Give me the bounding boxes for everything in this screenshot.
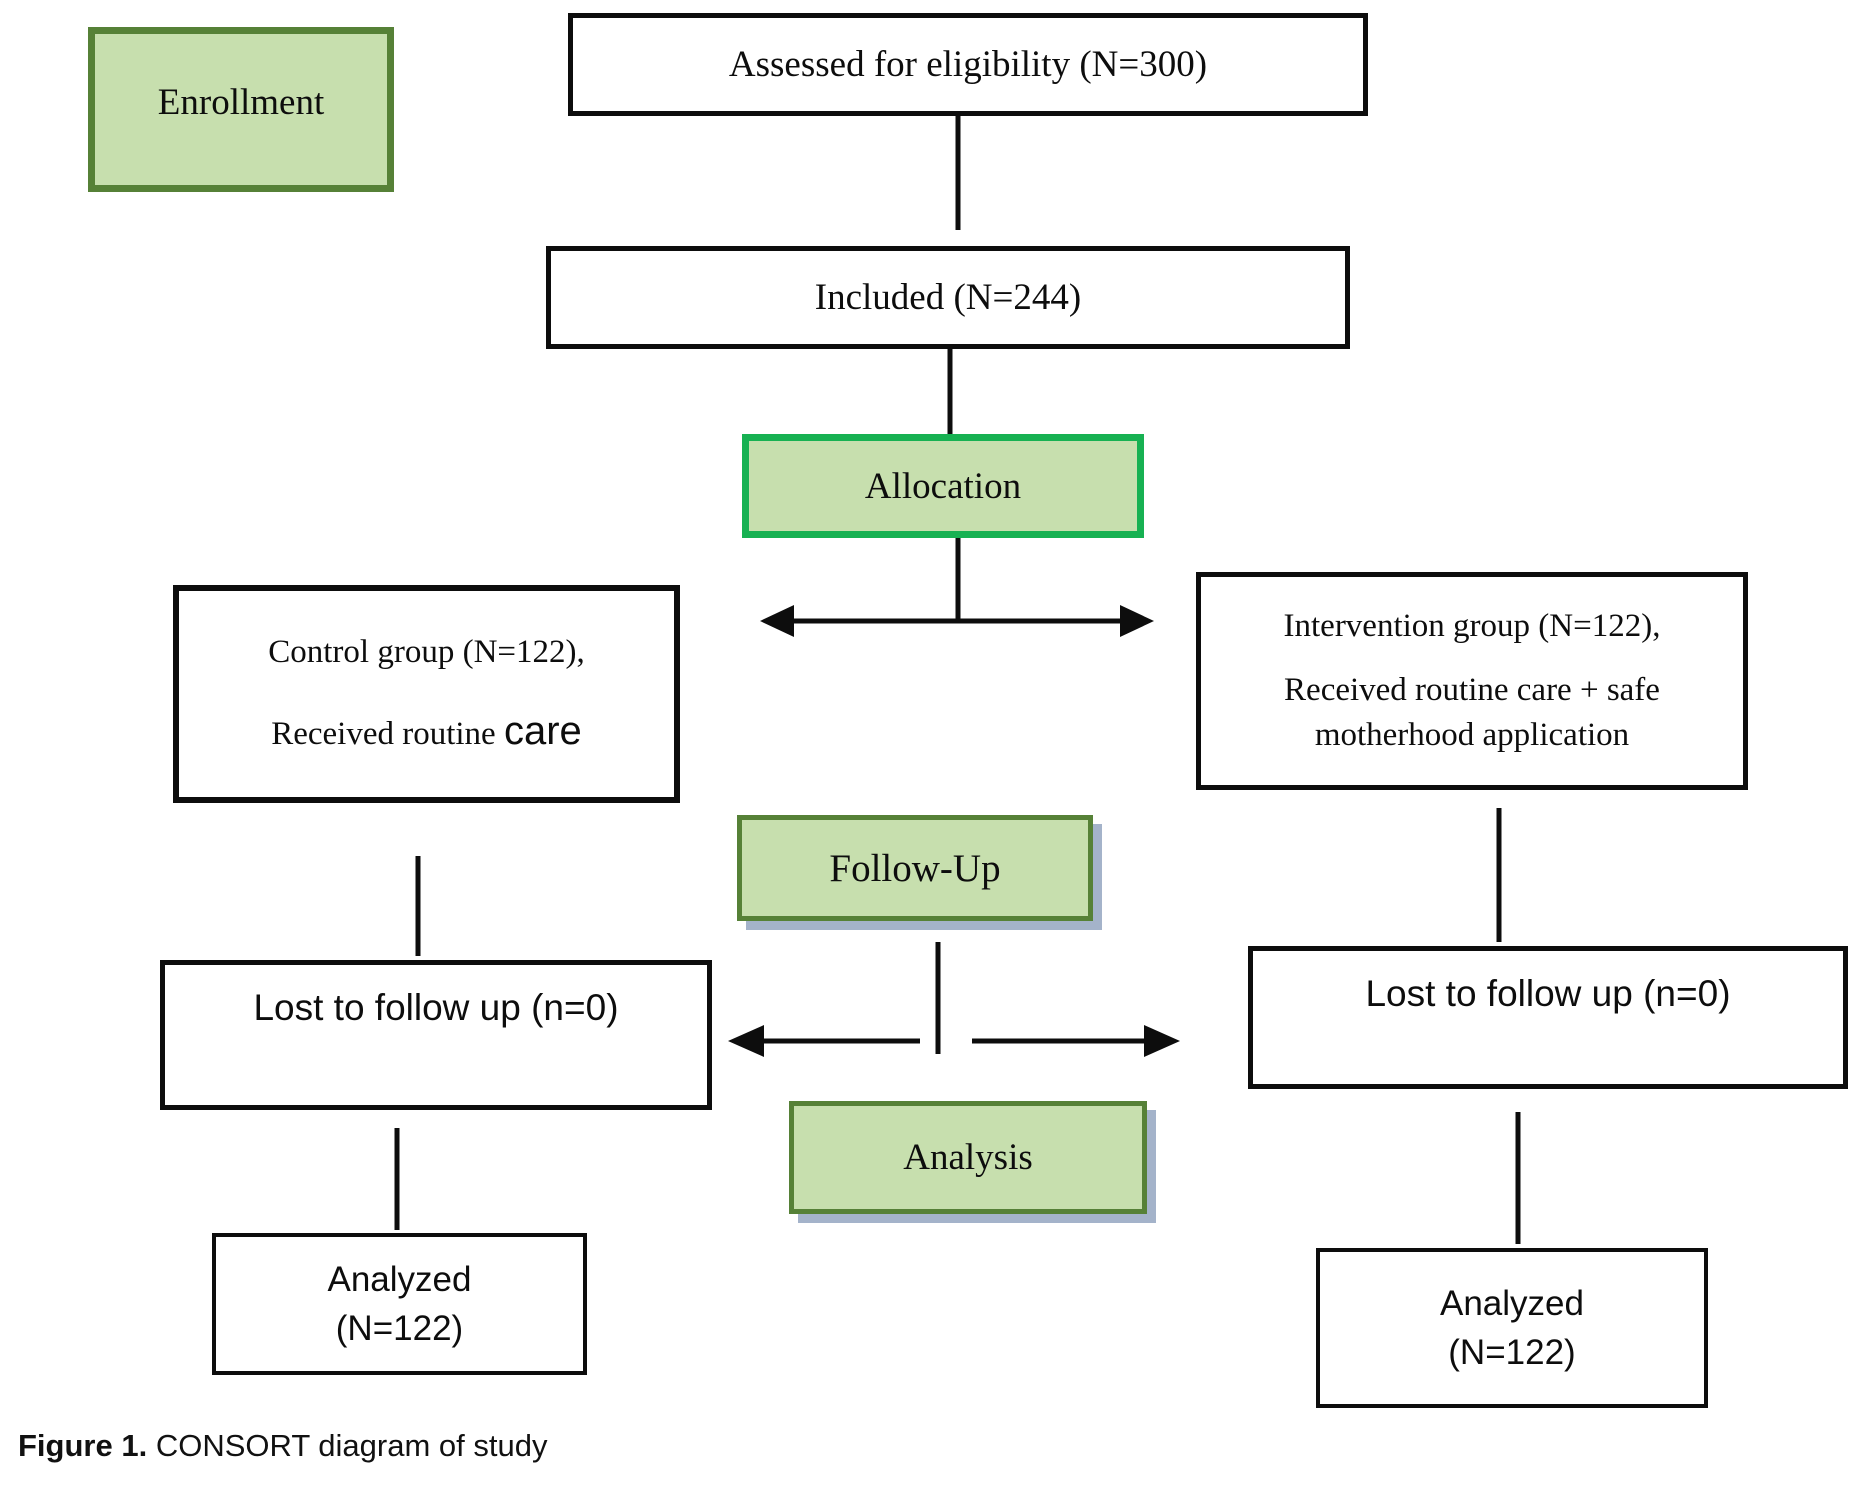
analyzed-left-line2: (N=122) (335, 1309, 464, 1348)
arrowhead-right-icon (1144, 1025, 1180, 1057)
followup-stage-box: Follow-Up (737, 815, 1093, 921)
control-group-box: Control group (N=122), Received routine … (173, 585, 680, 803)
intervention-line3: motherhood application (1314, 717, 1630, 753)
analyzed-left-line1: Analyzed (327, 1260, 472, 1299)
figure-caption: Figure 1. CONSORT diagram of study (18, 1428, 547, 1464)
enrollment-label: Enrollment (157, 82, 325, 123)
assessed-text: Assessed for eligibility (N=300) (728, 44, 1208, 85)
enrollment-stage-box: Enrollment (88, 27, 394, 192)
arrowhead-left-icon (728, 1025, 764, 1057)
arrowhead-left-icon (760, 605, 794, 637)
analysis-label: Analysis (903, 1137, 1033, 1178)
lost-followup-right-text: Lost to follow up (n=0) (1365, 973, 1731, 1014)
control-group-line2-prefix: Received routine (271, 715, 504, 752)
intervention-line2: Received routine care + safe (1284, 672, 1660, 709)
included-box: Included (N=244) (546, 246, 1350, 349)
allocation-label: Allocation (864, 465, 1022, 507)
analyzed-left-box: Analyzed (N=122) (212, 1233, 587, 1375)
arrowhead-right-icon (1120, 605, 1154, 637)
analyzed-right-line2: (N=122) (1448, 1333, 1576, 1372)
analysis-stage-box: Analysis (789, 1101, 1147, 1214)
control-group-line1: Control group (N=122), (268, 634, 585, 671)
included-text: Included (N=244) (814, 277, 1082, 318)
figure-caption-text: CONSORT diagram of study (147, 1428, 548, 1463)
intervention-line1: Intervention group (N=122), (1283, 608, 1661, 645)
assessed-box: Assessed for eligibility (N=300) (568, 13, 1368, 116)
lost-followup-left-text: Lost to follow up (n=0) (253, 987, 619, 1028)
lost-followup-left-box: Lost to follow up (n=0) (160, 960, 712, 1110)
intervention-group-box: Intervention group (N=122), Received rou… (1196, 572, 1748, 790)
intervention-line2-3: Received routine care + safe motherhood … (1284, 668, 1660, 757)
control-group-line2: Received routine care (271, 709, 582, 754)
lost-followup-right-box: Lost to follow up (n=0) (1248, 946, 1848, 1089)
allocation-stage-box: Allocation (742, 434, 1144, 538)
followup-label: Follow-Up (829, 846, 1001, 890)
analyzed-right-box: Analyzed (N=122) (1316, 1248, 1708, 1408)
control-group-line2-care: care (503, 708, 582, 753)
analyzed-right-line1: Analyzed (1440, 1284, 1584, 1323)
figure-caption-label: Figure 1. (18, 1428, 148, 1463)
